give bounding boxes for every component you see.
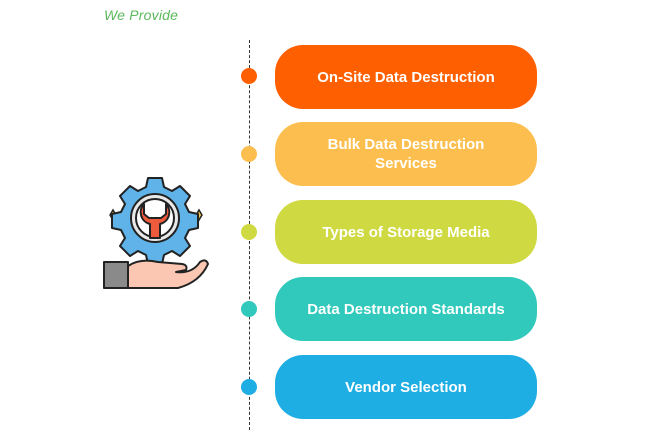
item-label: Bulk Data Destruction Services xyxy=(327,136,485,172)
section-title: We Provide xyxy=(104,7,179,23)
item-vendor-selection[interactable]: Vendor Selection xyxy=(275,355,537,419)
hand-holding-gear-wrench-icon xyxy=(103,177,209,289)
item-label: Types of Storage Media xyxy=(322,223,490,241)
item-data-destruction-standards[interactable]: Data Destruction Standards xyxy=(275,277,537,341)
item-label: Data Destruction Standards xyxy=(307,300,505,318)
timeline-dot xyxy=(241,146,257,162)
item-label: On-Site Data Destruction xyxy=(317,68,495,86)
timeline-dot xyxy=(241,224,257,240)
item-on-site-data-destruction[interactable]: On-Site Data Destruction xyxy=(275,45,537,109)
wrench-icon xyxy=(139,203,171,239)
timeline-dot xyxy=(241,379,257,395)
hand-icon xyxy=(103,259,209,289)
item-bulk-data-destruction-services[interactable]: Bulk Data Destruction Services xyxy=(275,122,537,186)
item-label: Vendor Selection xyxy=(345,378,467,396)
timeline-dot xyxy=(241,68,257,84)
timeline-dot xyxy=(241,301,257,317)
item-types-of-storage-media[interactable]: Types of Storage Media xyxy=(275,200,537,264)
